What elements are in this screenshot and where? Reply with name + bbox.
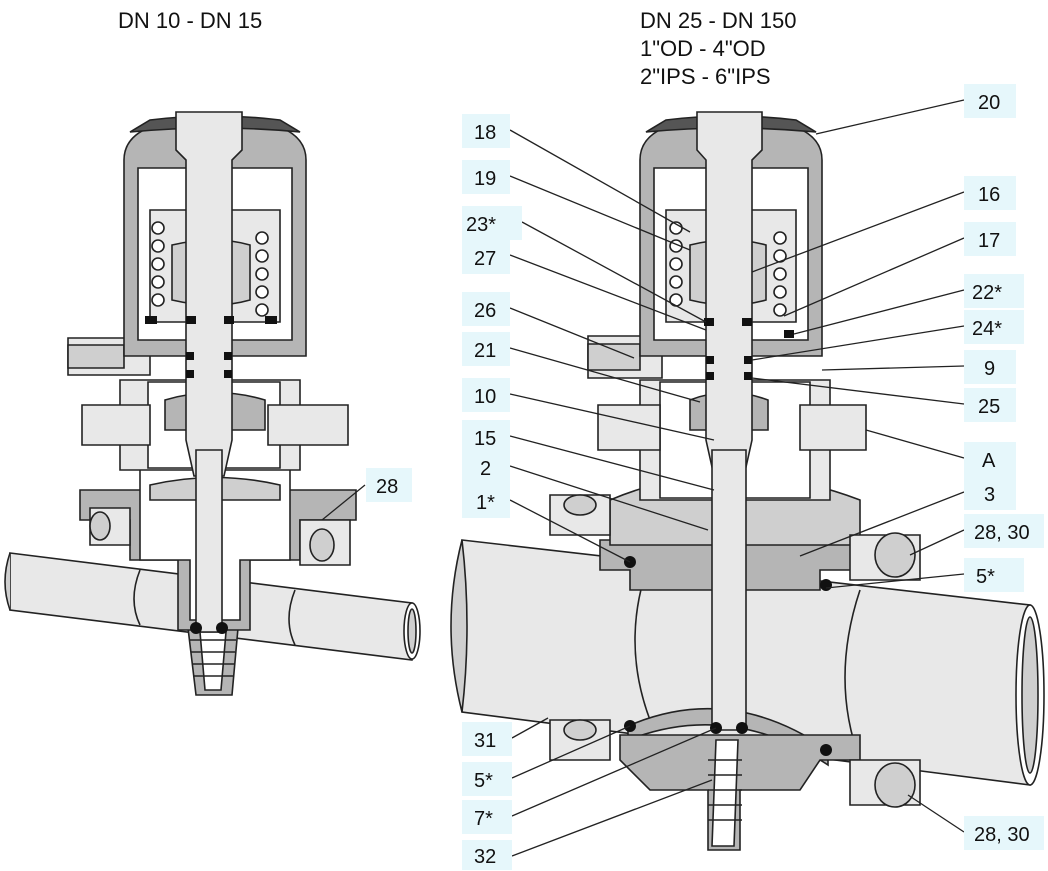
small-valve-right-port bbox=[267, 404, 349, 446]
label-27: 27 bbox=[474, 248, 496, 270]
leader-9 bbox=[821, 365, 965, 371]
label-28-30-upper: 28, 30 bbox=[974, 522, 1030, 544]
leader-15 bbox=[509, 435, 715, 491]
small-valve-seals bbox=[145, 316, 277, 634]
small-valve-left-port bbox=[81, 404, 151, 446]
title-right-line2: 1"OD - 4"OD bbox=[640, 36, 766, 61]
label-9: 9 bbox=[984, 358, 995, 380]
title-right-line3: 2"IPS - 6"IPS bbox=[640, 64, 771, 89]
leader-23 bbox=[521, 221, 707, 323]
label-22: 22* bbox=[972, 282, 1002, 304]
leader-32 bbox=[511, 779, 713, 857]
label-31: 31 bbox=[474, 730, 496, 752]
label-25: 25 bbox=[978, 396, 1000, 418]
large-valve-right-port bbox=[799, 404, 867, 451]
label-19: 19 bbox=[474, 168, 496, 190]
leader-16 bbox=[751, 191, 965, 273]
large-valve-left-port bbox=[597, 404, 661, 451]
leader-2830b bbox=[907, 794, 965, 833]
title-left: DN 10 - DN 15 bbox=[118, 8, 262, 33]
label-28-30-lower: 28, 30 bbox=[974, 824, 1030, 846]
label-2: 2 bbox=[480, 458, 491, 480]
large-valve-drawing bbox=[450, 111, 1045, 851]
large-valve-clamps bbox=[549, 494, 921, 808]
label-15: 15 bbox=[474, 428, 496, 450]
label-21: 21 bbox=[474, 340, 496, 362]
leader-17 bbox=[783, 237, 965, 317]
leader-25 bbox=[751, 377, 965, 405]
label-16: 16 bbox=[978, 184, 1000, 206]
leader-10 bbox=[509, 393, 715, 441]
leader-19 bbox=[509, 175, 691, 251]
leader-2830a bbox=[909, 529, 965, 556]
label-10: 10 bbox=[474, 386, 496, 408]
leader-27 bbox=[509, 254, 707, 331]
leader-5b bbox=[511, 725, 631, 779]
leader-5a bbox=[825, 573, 965, 589]
leader-24 bbox=[751, 325, 965, 361]
leader-2 bbox=[509, 465, 709, 531]
leader-28 bbox=[321, 484, 366, 521]
leader-3 bbox=[799, 491, 965, 557]
leader-18 bbox=[509, 129, 691, 233]
leader-1 bbox=[509, 499, 631, 563]
label-32: 32 bbox=[474, 846, 496, 868]
label-28: 28 bbox=[376, 476, 398, 498]
title-right-line1: DN 25 - DN 150 bbox=[640, 8, 797, 33]
label-3: 3 bbox=[984, 484, 995, 506]
small-valve-drawing bbox=[4, 111, 421, 696]
leader-31 bbox=[511, 717, 549, 739]
label-23: 23* bbox=[466, 214, 496, 236]
leader-26 bbox=[509, 307, 635, 359]
leader-7 bbox=[511, 727, 717, 817]
large-valve-seals bbox=[624, 318, 832, 756]
label-5-upper: 5* bbox=[976, 566, 995, 588]
small-valve-clamp bbox=[89, 507, 351, 566]
label-26: 26 bbox=[474, 300, 496, 322]
label-20: 20 bbox=[978, 92, 1000, 114]
large-valve-spindle bbox=[696, 111, 763, 477]
leader-21 bbox=[509, 347, 701, 403]
leader-22 bbox=[793, 289, 965, 335]
label-7: 7* bbox=[474, 808, 493, 830]
leader-A bbox=[865, 429, 965, 459]
label-A: A bbox=[982, 450, 996, 472]
label-5-lower: 5* bbox=[474, 770, 493, 792]
label-1: 1* bbox=[476, 492, 495, 514]
leader-20 bbox=[815, 99, 965, 135]
small-valve-spindle bbox=[175, 111, 243, 477]
label-18: 18 bbox=[474, 122, 496, 144]
label-17: 17 bbox=[978, 230, 1000, 252]
label-24: 24* bbox=[972, 318, 1002, 340]
